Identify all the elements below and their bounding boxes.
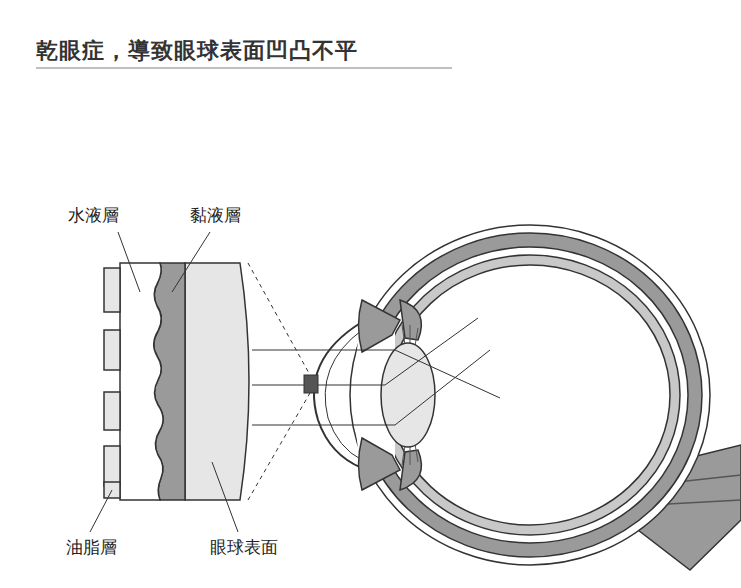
layer-label: 水液層 bbox=[68, 204, 119, 227]
light-rays bbox=[252, 318, 500, 425]
eyeball bbox=[314, 225, 741, 570]
diagram-title: 乾眼症，導致眼球表面凹凸不平 bbox=[36, 36, 358, 66]
title-underline bbox=[36, 67, 452, 69]
zoom-lines bbox=[248, 263, 310, 500]
layer-label: 黏液層 bbox=[190, 204, 241, 227]
layer-label: 油脂層 bbox=[66, 536, 117, 559]
leader-lines bbox=[90, 232, 238, 532]
zoom-spot bbox=[304, 375, 318, 393]
tear-film-section bbox=[104, 263, 249, 500]
part-label: 眼球表面 bbox=[210, 536, 278, 559]
